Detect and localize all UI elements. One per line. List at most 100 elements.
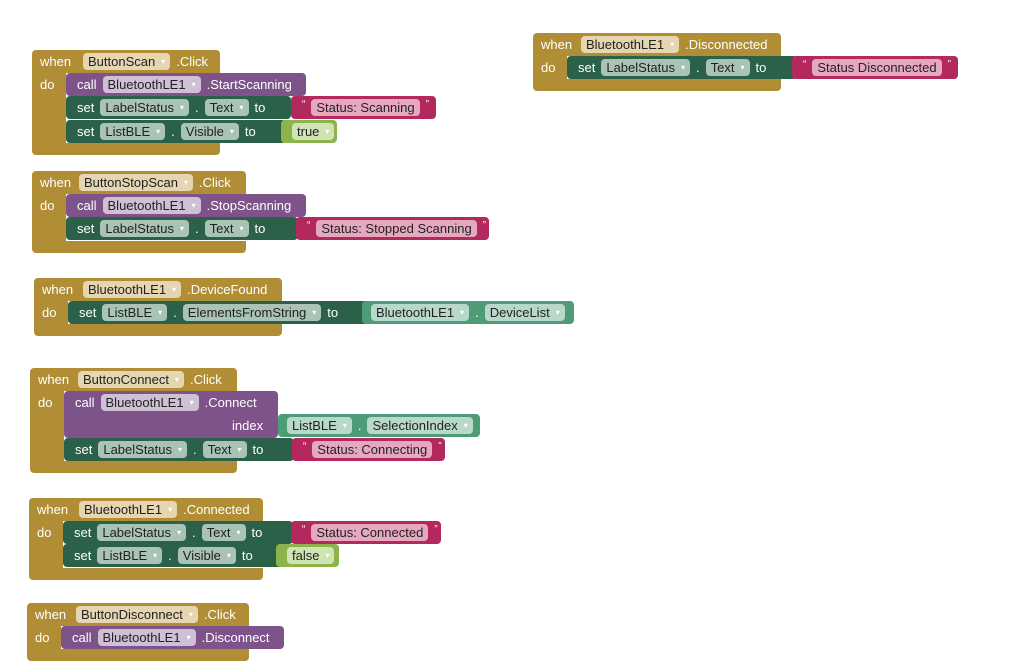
text-value-field[interactable]: Status: Connecting (312, 441, 433, 458)
event-footer (34, 324, 282, 336)
component-dropdown[interactable]: BluetoothLE1▾ (102, 76, 201, 93)
component-dropdown[interactable]: ButtonScan▾ (83, 53, 171, 70)
property-dropdown[interactable]: Text▾ (202, 441, 247, 458)
text-block[interactable]: “ Status: Connecting ” (292, 438, 445, 461)
property-dropdown[interactable]: Text▾ (204, 99, 249, 116)
quote-close: ” (425, 99, 429, 110)
chevron-down-icon: ▾ (342, 421, 347, 430)
to-keyword: to (244, 124, 256, 139)
event-block-bluetoothle1-disconnected[interactable]: when do BluetoothLE1▾ .Disconnected set … (533, 33, 963, 91)
chevron-down-icon: ▾ (183, 178, 188, 187)
event-block-buttondisconnect-click[interactable]: when do ButtonDisconnect▾ .Click call Bl… (27, 603, 287, 661)
set-block[interactable]: set ListBLE▾ . Visible▾ to (63, 544, 283, 567)
call-block[interactable]: call BluetoothLE1▾ .Disconnect (61, 626, 284, 649)
component-dropdown[interactable]: BluetoothLE1▾ (79, 501, 178, 518)
getter-block[interactable]: ListBLE▾ . SelectionIndex▾ (278, 414, 480, 437)
logic-dropdown[interactable]: false▾ (287, 547, 335, 564)
getter-block[interactable]: BluetoothLE1▾ . DeviceList▾ (362, 301, 574, 324)
property-dropdown[interactable]: DeviceList▾ (484, 304, 565, 321)
do-keyword: do (37, 525, 52, 540)
component-dropdown[interactable]: ButtonDisconnect▾ (76, 606, 198, 623)
set-block[interactable]: set LabelStatus▾ . Text▾ to (63, 521, 293, 544)
set-block[interactable]: set LabelStatus▾ . Text▾ to (66, 96, 291, 119)
text-value-field[interactable]: Status: Stopped Scanning (316, 220, 477, 237)
set-block[interactable]: set LabelStatus▾ . Text▾ to (64, 438, 294, 461)
property-dropdown[interactable]: Text▾ (705, 59, 750, 76)
method-name: .Connect (204, 395, 257, 410)
component-dropdown[interactable]: ListBLE▾ (100, 123, 166, 140)
component-dropdown[interactable]: LabelStatus▾ (100, 99, 190, 116)
event-footer (29, 568, 263, 580)
method-name: .StartScanning (206, 77, 292, 92)
text-block[interactable]: “ Status Disconnected ” (792, 56, 958, 79)
quote-open: “ (307, 220, 311, 231)
component-dropdown[interactable]: ListBLE▾ (287, 417, 352, 434)
call-block[interactable]: call BluetoothLE1▾ .StartScanning (66, 73, 306, 96)
chevron-down-icon: ▾ (177, 528, 182, 537)
event-block-buttonscan-click[interactable]: when do ButtonScan▾ .Click call Bluetoot… (32, 50, 436, 155)
logic-block[interactable]: true▾ (281, 120, 337, 143)
component-dropdown[interactable]: ButtonStopScan▾ (79, 174, 193, 191)
component-dropdown[interactable]: ListBLE▾ (102, 304, 168, 321)
set-block[interactable]: set ListBLE▾ . ElementsFromString▾ to (68, 301, 368, 324)
component-dropdown[interactable]: LabelStatus▾ (601, 59, 691, 76)
text-value-field[interactable]: Status: Connected (311, 524, 429, 541)
event-footer (32, 143, 220, 155)
chevron-down-icon: ▾ (239, 224, 244, 233)
event-block-bluetoothle1-connected[interactable]: when do BluetoothLE1▾ .Connected set Lab… (29, 498, 449, 580)
when-keyword: when (40, 175, 72, 190)
chevron-down-icon: ▾ (156, 127, 161, 136)
property-dropdown[interactable]: SelectionIndex▾ (367, 417, 473, 434)
component-dropdown[interactable]: BluetoothLE1▾ (97, 629, 196, 646)
quote-open: “ (302, 99, 306, 110)
chevron-down-icon: ▾ (325, 127, 330, 136)
property-dropdown[interactable]: Text▾ (204, 220, 249, 237)
component-dropdown[interactable]: BluetoothLE1▾ (371, 304, 470, 321)
chevron-down-icon: ▾ (237, 445, 242, 454)
logic-block[interactable]: false▾ (276, 544, 339, 567)
call-keyword: call (77, 77, 97, 92)
call-block[interactable]: call BluetoothLE1▾ .StopScanning (66, 194, 306, 217)
property-dropdown[interactable]: ElementsFromString▾ (182, 304, 322, 321)
text-block[interactable]: “ Status: Connected ” (291, 521, 441, 544)
component-dropdown[interactable]: LabelStatus▾ (100, 220, 190, 237)
component-dropdown[interactable]: ButtonConnect▾ (78, 371, 185, 388)
dot: . (168, 548, 172, 563)
when-keyword: when (37, 502, 69, 517)
text-block[interactable]: “ Status: Scanning ” (291, 96, 436, 119)
set-block[interactable]: set LabelStatus▾ . Text▾ to (567, 56, 797, 79)
dot: . (696, 60, 700, 75)
text-block[interactable]: “ Status: Stopped Scanning ” (296, 217, 489, 240)
event-block-bluetoothle1-devicefound[interactable]: when do BluetoothLE1▾ .DeviceFound set L… (34, 278, 579, 336)
event-name: .Click (176, 54, 209, 69)
set-keyword: set (74, 548, 92, 563)
component-dropdown[interactable]: BluetoothLE1▾ (102, 197, 201, 214)
component-dropdown[interactable]: BluetoothLE1▾ (100, 394, 199, 411)
event-block-buttonstopscan-click[interactable]: when do ButtonStopScan▾ .Click call Blue… (32, 171, 492, 253)
component-dropdown[interactable]: BluetoothLE1▾ (83, 281, 182, 298)
do-keyword: do (40, 77, 55, 92)
do-keyword: do (541, 60, 556, 75)
text-value-field[interactable]: Status Disconnected (812, 59, 942, 76)
set-keyword: set (77, 100, 95, 115)
component-dropdown[interactable]: LabelStatus▾ (97, 524, 187, 541)
event-body-rail (32, 73, 66, 143)
property-dropdown[interactable]: Visible▾ (177, 547, 236, 564)
component-dropdown[interactable]: BluetoothLE1▾ (581, 36, 680, 53)
set-block[interactable]: set LabelStatus▾ . Text▾ to (66, 217, 298, 240)
dot: . (195, 221, 199, 236)
text-value-field[interactable]: Status: Scanning (311, 99, 420, 116)
call-block[interactable]: call BluetoothLE1▾ .Connect index (64, 391, 278, 438)
property-dropdown[interactable]: Visible▾ (180, 123, 239, 140)
set-keyword: set (77, 124, 95, 139)
index-label: index (232, 418, 264, 433)
component-dropdown[interactable]: ListBLE▾ (97, 547, 163, 564)
property-dropdown[interactable]: Text▾ (201, 524, 246, 541)
event-block-buttonconnect-click[interactable]: when do ButtonConnect▾ .Click call Bluet… (30, 368, 485, 473)
when-keyword: when (38, 372, 70, 387)
logic-dropdown[interactable]: true▾ (292, 123, 335, 140)
chevron-down-icon: ▾ (188, 610, 193, 619)
chevron-down-icon: ▾ (168, 505, 173, 514)
set-block[interactable]: set ListBLE▾ . Visible▾ to (66, 120, 286, 143)
component-dropdown[interactable]: LabelStatus▾ (98, 441, 188, 458)
